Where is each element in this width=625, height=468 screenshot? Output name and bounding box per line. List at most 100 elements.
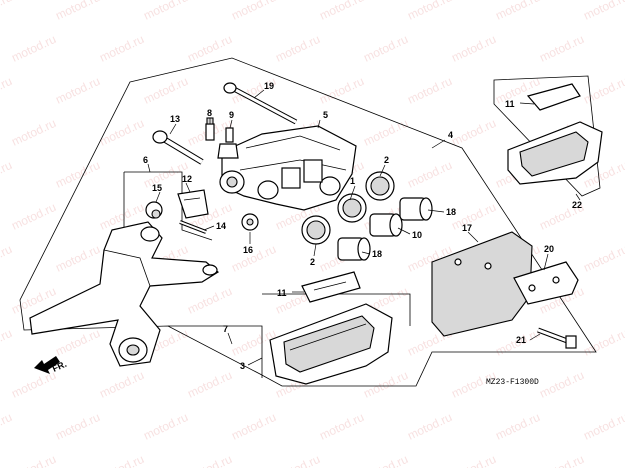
pad-spring-bracket — [177, 189, 209, 219]
brake-pad-lower — [269, 303, 393, 385]
watermark-text: motod.ru — [53, 242, 102, 275]
callout-9: 9 — [229, 110, 234, 120]
callout-15: 15 — [152, 183, 162, 193]
callout-labels: 1 2 2 3 4 5 6 7 8 9 10 11 11 12 13 14 15… — [143, 81, 582, 371]
pistons-and-seals — [301, 171, 433, 261]
watermark-text: motod.ru — [53, 410, 102, 443]
watermark-text: motod.ru — [0, 74, 14, 107]
watermark-text: motod.ru — [537, 368, 586, 401]
watermark-text: motod.ru — [0, 158, 14, 191]
watermark-text: motod.ru — [449, 200, 498, 233]
watermark-text: motod.ru — [581, 410, 625, 443]
watermark-text: motod.ru — [0, 242, 14, 275]
watermark-text: motod.ru — [185, 452, 234, 468]
pad-set-box-outline — [493, 75, 601, 197]
watermark-text: motod.ru — [493, 0, 542, 23]
callout-2a: 2 — [384, 155, 389, 165]
watermark-text: motod.ru — [449, 116, 498, 149]
watermark-text: motod.ru — [449, 32, 498, 65]
watermark-text: motod.ru — [53, 74, 102, 107]
callout-2b: 2 — [310, 257, 315, 267]
callout-12: 12 — [182, 174, 192, 184]
callout-7: 7 — [223, 324, 228, 334]
watermark-text: motod.ru — [405, 74, 454, 107]
callout-18b: 18 — [372, 249, 382, 259]
callout-10: 10 — [412, 230, 422, 240]
callout-19: 19 — [264, 81, 274, 91]
callout-1: 1 — [350, 176, 355, 186]
callout-6: 6 — [143, 155, 148, 165]
watermark-text: motod.ru — [185, 284, 234, 317]
mounting-bolt — [537, 327, 577, 349]
watermark-text: motod.ru — [141, 0, 190, 23]
watermark-text: motod.ru — [317, 74, 366, 107]
watermark-text: motod.ru — [273, 32, 322, 65]
watermark-text: motod.ru — [537, 32, 586, 65]
watermark-text: motod.ru — [493, 410, 542, 443]
pin-boots — [145, 201, 259, 234]
watermark-text: motod.ru — [229, 410, 278, 443]
callout-8: 8 — [207, 108, 212, 118]
callout-22: 22 — [572, 200, 582, 210]
watermark-text: motod.ru — [229, 242, 278, 275]
watermark-text: motod.ru — [0, 0, 14, 23]
watermark-text: motod.ru — [229, 0, 278, 23]
callout-16: 16 — [243, 245, 253, 255]
watermark-text: motod.ru — [405, 158, 454, 191]
watermark-text: motod.ru — [361, 116, 410, 149]
watermark-text: motod.ru — [9, 200, 58, 233]
callout-14: 14 — [216, 221, 226, 231]
brake-pad-upper-set — [507, 83, 603, 185]
brake-shim — [431, 231, 533, 337]
caliper-assembly-outline — [19, 57, 597, 387]
watermark-text: motod.ru — [9, 32, 58, 65]
watermark-text: motod.ru — [361, 32, 410, 65]
figure-code: MZ23-F1300D — [486, 378, 539, 387]
pad-retainer-lower — [301, 271, 361, 303]
watermark-text: motod.ru — [9, 368, 58, 401]
callout-5: 5 — [323, 110, 328, 120]
watermark-text: motod.ru — [581, 0, 625, 23]
callout-17: 17 — [462, 223, 472, 233]
watermark-text: motod.ru — [0, 326, 14, 359]
watermark-text: motod.ru — [273, 452, 322, 468]
watermark-text: motod.ru — [97, 452, 146, 468]
watermark-text: motod.ru — [405, 0, 454, 23]
watermark-text: motod.ru — [537, 452, 586, 468]
callout-leaders — [147, 89, 581, 366]
callout-11b: 11 — [277, 288, 287, 298]
watermark-text: motod.ru — [185, 368, 234, 401]
watermark-text: motod.ru — [141, 74, 190, 107]
watermark-text: motod.ru — [9, 116, 58, 149]
watermark-text: motod.ru — [97, 32, 146, 65]
watermark-text: motod.ru — [0, 410, 14, 443]
watermark-text: motod.ru — [449, 452, 498, 468]
watermark-text: motod.ru — [9, 452, 58, 468]
watermark-text: motod.ru — [405, 410, 454, 443]
callout-3: 3 — [240, 361, 245, 371]
watermark-text: motod.ru — [581, 242, 625, 275]
watermark-text: motod.ru — [185, 32, 234, 65]
pad-spring-plate — [513, 261, 579, 305]
watermark-text: motod.ru — [581, 326, 625, 359]
callout-21: 21 — [516, 335, 526, 345]
watermark-text: motod.ru — [97, 368, 146, 401]
watermark-text: motod.ru — [317, 0, 366, 23]
callout-20: 20 — [544, 244, 554, 254]
callout-11a: 11 — [505, 99, 515, 109]
watermark-text: motod.ru — [53, 326, 102, 359]
pad-box-outline — [168, 325, 263, 378]
slide-pin-long — [223, 82, 298, 125]
watermark-text: motod.ru — [581, 74, 625, 107]
callout-13: 13 — [170, 114, 180, 124]
slide-pin-short — [152, 130, 204, 165]
watermark-text: motod.ru — [317, 410, 366, 443]
watermark-text: motod.ru — [361, 452, 410, 468]
watermark-text: motod.ru — [53, 0, 102, 23]
caliper-body — [219, 125, 357, 211]
callout-4: 4 — [448, 130, 453, 140]
callout-18a: 18 — [446, 207, 456, 217]
watermark-text: motod.ru — [361, 368, 410, 401]
watermark-text: motod.ru — [141, 410, 190, 443]
